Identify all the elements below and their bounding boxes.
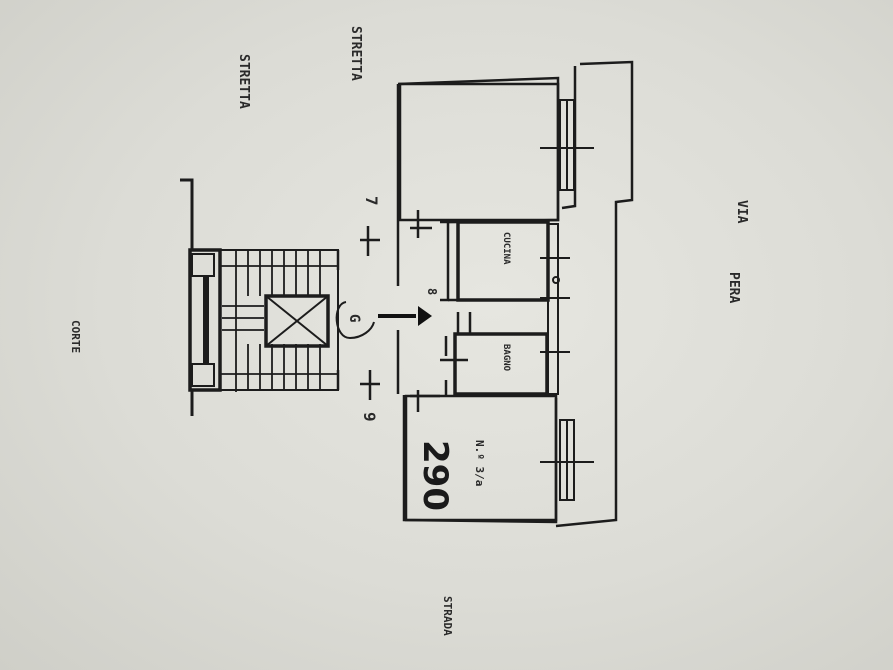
label-bottom: STRADA <box>441 596 454 636</box>
label-left: CORTE <box>69 320 82 353</box>
label-hall: G <box>346 314 362 322</box>
room-bath <box>453 332 549 396</box>
entry-arrow <box>335 301 432 340</box>
label-bath: BAGNO <box>501 344 511 372</box>
partitions <box>396 210 472 412</box>
label-top-right: STRETTA <box>348 26 363 81</box>
stairwell <box>180 178 340 416</box>
label-unit-ref: N.º 3/a <box>473 440 486 486</box>
elevator-shaft <box>264 294 330 348</box>
label-entry: 8 <box>425 288 439 295</box>
label-section-a: 7 <box>362 196 381 206</box>
label-area: 290 <box>415 440 455 511</box>
section-markers <box>360 226 380 400</box>
label-section-b: 9 <box>360 412 379 422</box>
room-top <box>398 82 560 222</box>
room-bottom <box>404 394 558 522</box>
label-street-name: PERA <box>726 272 741 303</box>
facade-windows <box>540 99 594 501</box>
label-top-left: STRETTA <box>236 54 251 109</box>
label-street: VIA <box>734 200 749 224</box>
label-kitchen: CUCINA <box>501 232 511 265</box>
